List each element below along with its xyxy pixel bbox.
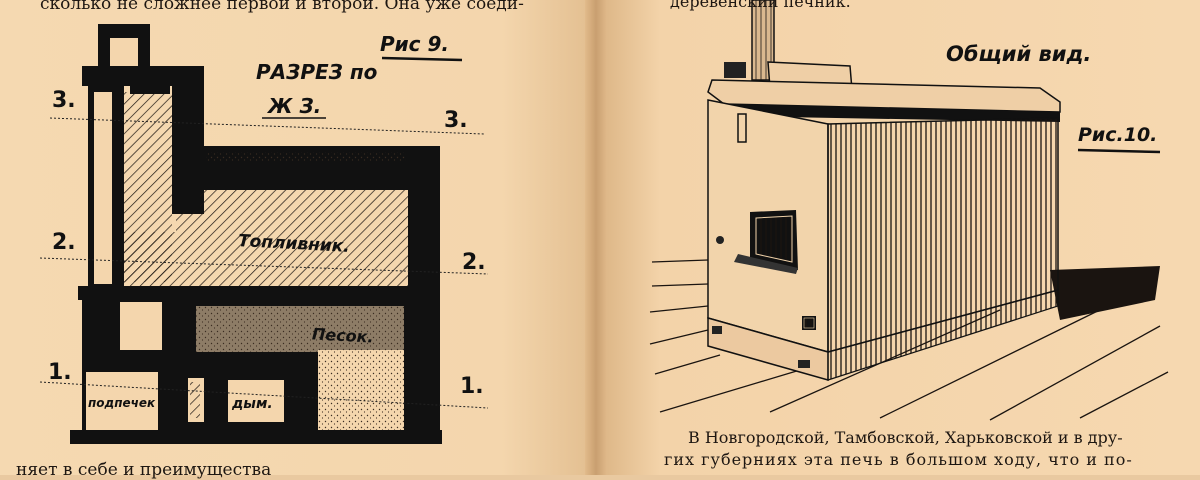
level-label-2-right: 2. [462,250,486,275]
left-page-top-line: сколько не сложнее первой и второй. Она … [40,0,524,14]
figure-10-caption: Рис.10. [1078,124,1158,146]
book-gutter [585,0,607,475]
level-label-3-left: 3. [52,88,76,113]
level-label-3-right: 3. [444,108,468,133]
right-page-bottom-line-2: гих губерниях эта печь в большом ходу, ч… [664,450,1133,469]
underfloor-label: подпечек [88,396,156,410]
stove-section-drawing [39,24,489,444]
right-page-top-line: деревенский печник. [670,0,851,11]
left-page-bottom-line: няет в себе и преимущества [16,460,272,480]
sand-label: Песок. [311,324,375,347]
level-label-1-right: 1. [460,374,484,399]
figure-9-title-line1: РАЗРЕЗ по [256,60,378,84]
level-label-2-left: 2. [52,230,76,255]
smoke-label: дым. [232,396,273,412]
figure-10-title: Общий вид. [946,42,1092,66]
figure-9-caption: Рис 9. [380,32,450,56]
figure-9-title-line2: Ж З. [268,94,322,118]
level-label-1-left: 1. [48,360,72,385]
right-page-bottom-line-1: В Новгородской, Тамбовской, Харьковской … [688,428,1123,447]
